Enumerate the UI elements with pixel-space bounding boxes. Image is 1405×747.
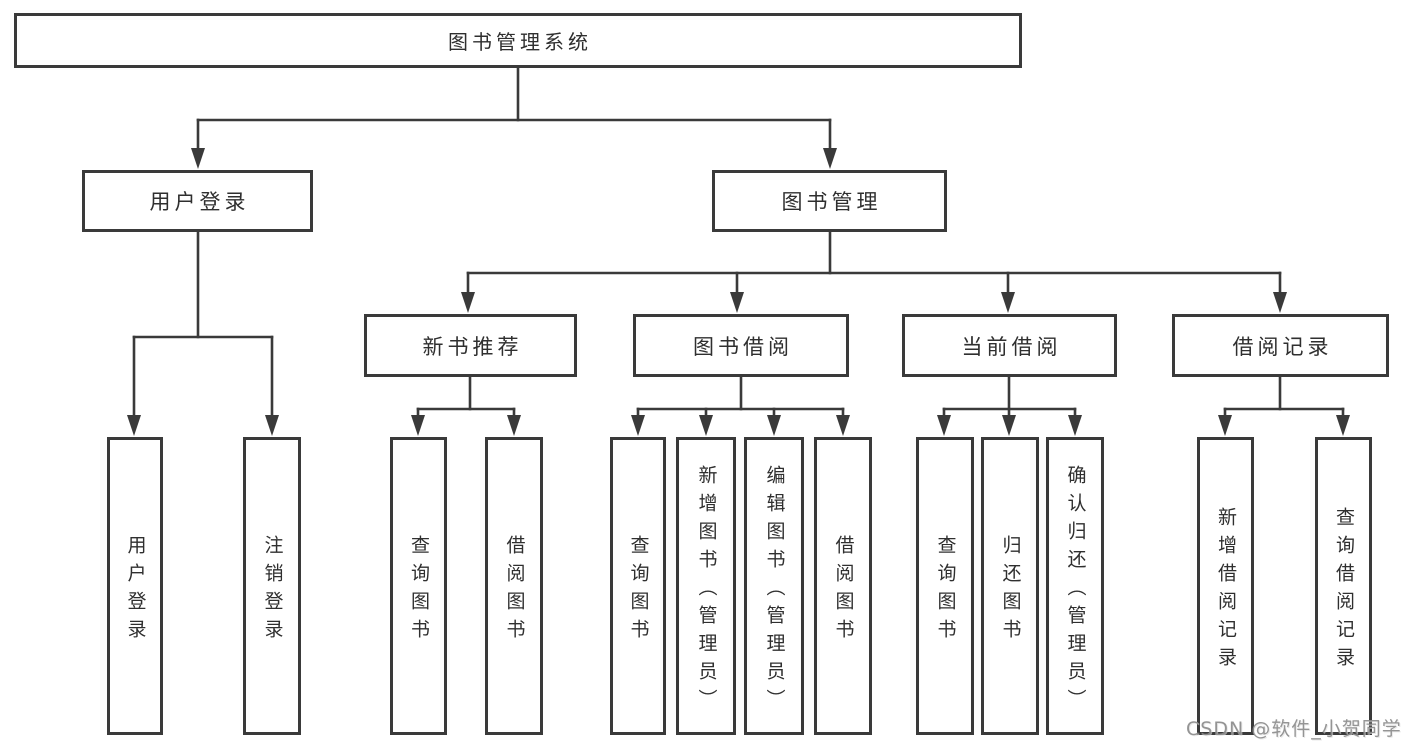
node-bb-edit-books-admin: 编辑图书（管理员） [744,437,804,735]
node-user-login: 用户登录 [82,170,313,232]
csdn-watermark: CSDN @软件_小贺同学 [1186,718,1402,740]
node-library-system: 图书管理系统 [14,13,1022,68]
node-new-book-recommendation: 新书推荐 [364,314,577,377]
node-cb-confirm-return-admin: 确认归还（管理员） [1046,437,1104,735]
node-borrowing-records: 借阅记录 [1172,314,1389,377]
node-logout-action: 注销登录 [243,437,301,735]
node-br-add-record: 新增借阅记录 [1197,437,1254,735]
node-nb-borrow-books: 借阅图书 [485,437,543,735]
node-br-query-record: 查询借阅记录 [1315,437,1372,735]
node-bb-query-books: 查询图书 [610,437,666,735]
node-cb-query-books: 查询图书 [916,437,974,735]
node-nb-query-books: 查询图书 [390,437,447,735]
node-bb-add-books-admin: 新增图书（管理员） [676,437,736,735]
node-book-management: 图书管理 [712,170,947,232]
node-cb-return-books: 归还图书 [981,437,1039,735]
node-user-login-action: 用户登录 [107,437,163,735]
node-book-borrowing: 图书借阅 [633,314,849,377]
node-current-borrowing: 当前借阅 [902,314,1117,377]
node-bb-borrow-books: 借阅图书 [814,437,872,735]
